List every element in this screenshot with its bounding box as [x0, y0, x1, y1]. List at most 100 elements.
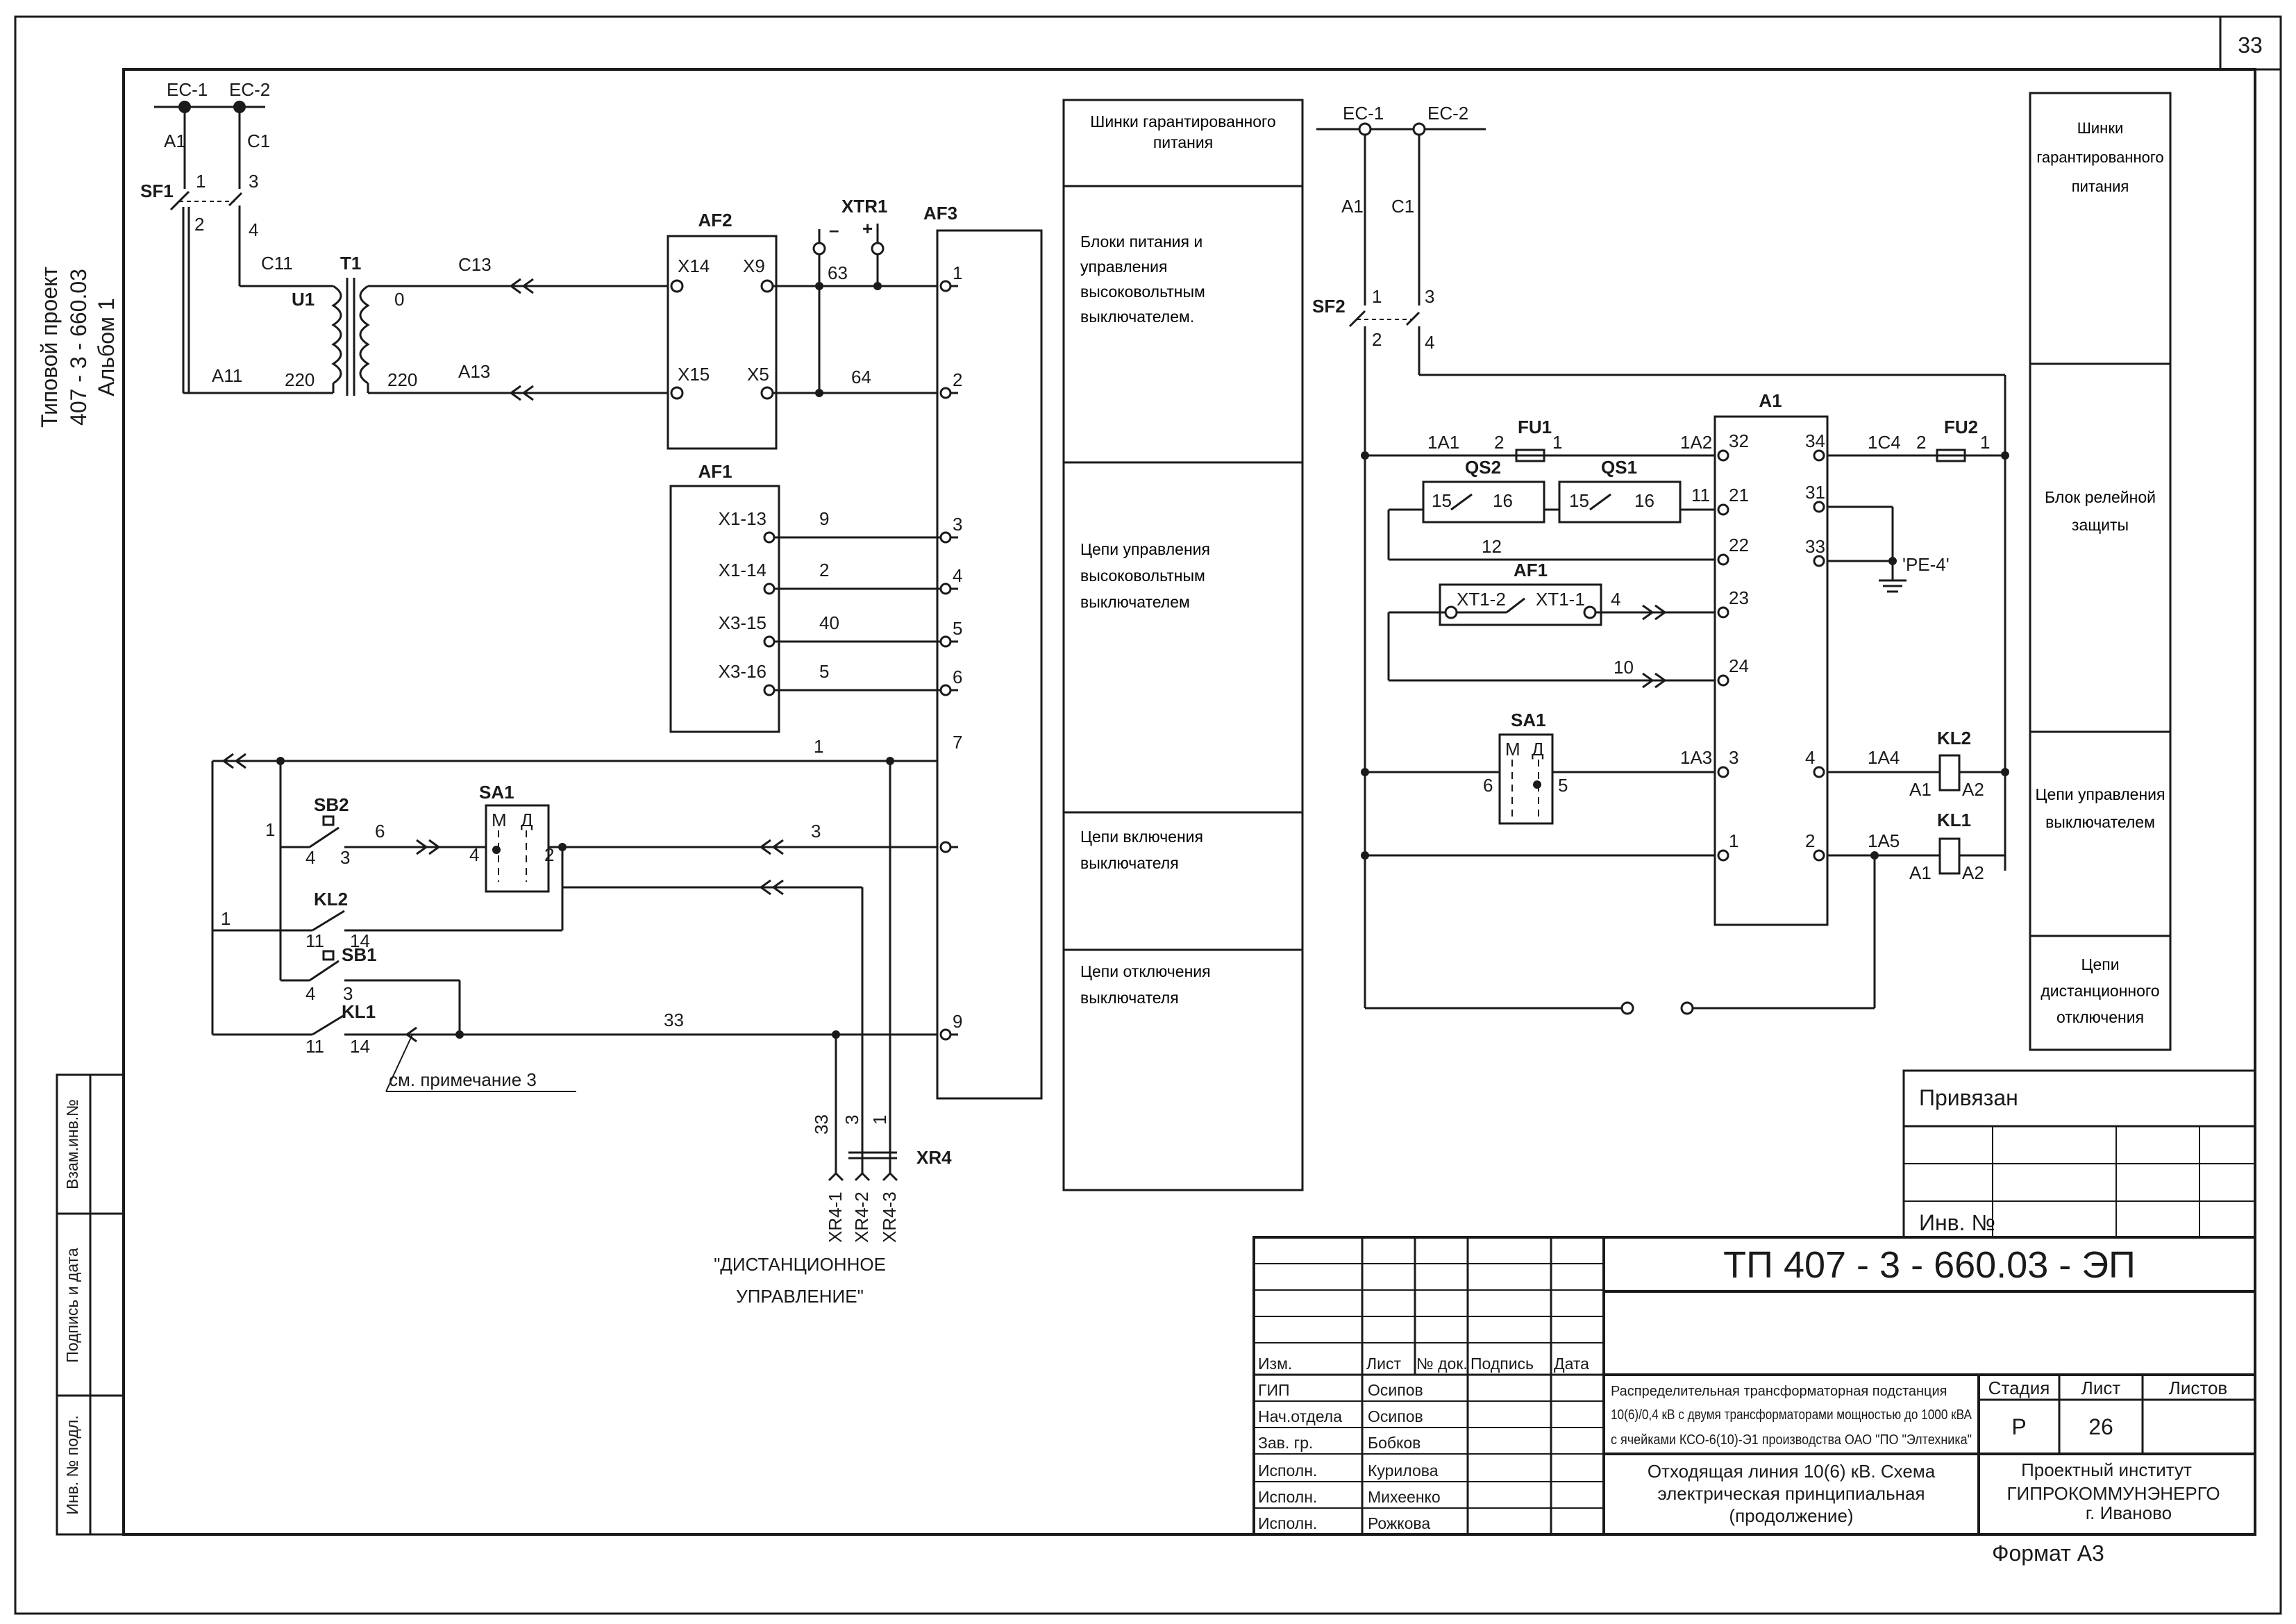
svg-text:XR4-3: XR4-3 [879, 1191, 900, 1243]
af1-wire-label: 2 [819, 560, 829, 580]
svg-text:А11: А11 [212, 365, 242, 386]
af1-terminal [763, 583, 776, 595]
legend-guaranteed-bus: Шинки гарантированного питания [1090, 112, 1276, 151]
bus-ec2: ЕС-2 [229, 79, 270, 100]
svg-text:Листов: Листов [2169, 1378, 2227, 1398]
svg-text:4: 4 [469, 844, 479, 865]
title-block-role: Исполн. [1258, 1514, 1317, 1532]
svg-text:3: 3 [343, 983, 353, 1004]
outer-border [14, 15, 2282, 1615]
a1-pin [1813, 449, 1825, 462]
svg-text:1: 1 [196, 171, 206, 192]
svg-text:1А1: 1А1 [1427, 432, 1459, 453]
svg-text:16: 16 [1493, 490, 1513, 511]
title-block-name: Осипов [1368, 1381, 1423, 1399]
af3-terminal [939, 841, 952, 853]
title-block-role: Нач.отдела [1258, 1407, 1342, 1425]
af3-terminal-label: 1 [953, 262, 962, 283]
af1-terminal-label: X1-14 [719, 560, 766, 580]
sf2-label: SF2 [1312, 296, 1346, 317]
svg-text:3: 3 [841, 1115, 862, 1125]
a1-pin-label: 3 [1729, 747, 1738, 768]
bus-ec1: ЕС-1 [167, 79, 208, 100]
drawing-code: ТП 407 - 3 - 660.03 - ЭП [1723, 1244, 2136, 1286]
svg-text:Стадия: Стадия [1988, 1378, 2050, 1398]
svg-text:–: – [829, 219, 839, 240]
a1-pin-label: 2 [1805, 830, 1815, 851]
af1-terminal [763, 635, 776, 648]
title-block-role: Зав. гр. [1258, 1434, 1313, 1452]
drawing-title-2: электрическая принципиальная [1657, 1483, 1925, 1504]
title-block-name: Бобков [1368, 1434, 1421, 1452]
a1-pin-label: 23 [1729, 587, 1749, 608]
af1-terminal-label: X1-13 [719, 508, 766, 529]
left-schematic: ЕС-1 ЕС-2 А1 С1 SF1 1 3 2 4 С11 А11 Т1 U… [140, 79, 1043, 1307]
title-block-header: Лист [1366, 1355, 1401, 1373]
af3-terminal [939, 1028, 952, 1041]
svg-text:QS1: QS1 [1601, 457, 1637, 478]
af3-terminal-label: 9 [953, 1011, 962, 1032]
legend-close-circuits: Цепи включения выключателя [1080, 828, 1203, 872]
af1-wire-label: 9 [819, 508, 829, 529]
svg-text:2: 2 [544, 844, 554, 865]
page-number-box [2219, 15, 2282, 71]
legend-power-blocks: Блоки питания и управления высоковольтны… [1080, 233, 1205, 326]
stage-value: Р [2011, 1414, 2026, 1439]
svg-text:Д: Д [521, 810, 533, 830]
svg-text:15: 15 [1569, 490, 1589, 511]
af3-terminal [939, 684, 952, 696]
svg-text:'PE-4': 'PE-4' [1902, 554, 1950, 575]
svg-text:14: 14 [350, 1036, 370, 1057]
a1-pin-label: 34 [1805, 430, 1825, 451]
a1-pin-label: 31 [1805, 482, 1825, 503]
svg-text:А2: А2 [1962, 862, 1984, 883]
title-block-name: Рожкова [1368, 1514, 1430, 1532]
svg-text:1: 1 [869, 1115, 890, 1125]
a1-pin-label: 21 [1729, 485, 1749, 505]
stamp-replace: Взам.инв.№ [63, 1099, 81, 1189]
af3-terminal [939, 635, 952, 648]
a1-pin [1813, 849, 1825, 862]
svg-text:Инв. №: Инв. № [1919, 1210, 1995, 1235]
svg-text:УПРАВЛЕНИЕ": УПРАВЛЕНИЕ" [736, 1286, 864, 1307]
svg-text:+: + [862, 218, 873, 239]
kl2-label: KL2 [314, 889, 348, 910]
legend-trip-circuits: Цепи отключения выключателя [1080, 962, 1211, 1007]
sa1-label: SA1 [479, 782, 514, 803]
af3-terminal-label: 5 [953, 618, 962, 639]
svg-text:1: 1 [1980, 432, 1990, 453]
svg-text:3: 3 [1425, 286, 1434, 307]
svg-text:4: 4 [305, 983, 315, 1004]
title-block-header: Подпись [1470, 1355, 1534, 1373]
fu1-label: FU1 [1518, 417, 1552, 437]
org-3: г. Иваново [2086, 1502, 2172, 1523]
svg-text:XR4: XR4 [916, 1147, 952, 1168]
drawing-title-3: (продолжение) [1729, 1505, 1853, 1526]
qs2-switch [1422, 480, 1545, 524]
svg-text:4: 4 [249, 219, 258, 240]
org-2: ГИПРОКОММУНЭНЕРГО [2006, 1483, 2220, 1504]
svg-text:4: 4 [1611, 589, 1620, 610]
af3-terminal-label: 3 [953, 514, 962, 535]
svg-text:С1: С1 [247, 131, 270, 151]
transformer-t1-label: Т1 [340, 253, 361, 274]
svg-text:А13: А13 [458, 361, 490, 382]
a1-pin-label: 1 [1729, 830, 1738, 851]
svg-text:А1: А1 [1759, 390, 1782, 411]
svg-text:64: 64 [851, 367, 871, 387]
svg-text:1: 1 [1372, 286, 1382, 307]
svg-text:10: 10 [1614, 657, 1634, 678]
af1-wire-label: 5 [819, 661, 829, 682]
svg-text:0: 0 [394, 289, 404, 310]
qs1-switch [1558, 480, 1682, 524]
drawing-frame [122, 68, 2256, 1536]
svg-text:1А4: 1А4 [1868, 747, 1900, 768]
svg-text:XR4-2: XR4-2 [851, 1191, 872, 1243]
svg-text:Д: Д [1532, 739, 1544, 760]
svg-text:1А3: 1А3 [1680, 747, 1712, 768]
af1-contacts [1439, 583, 1602, 626]
af2-block [667, 235, 778, 450]
fu2-label: FU2 [1944, 417, 1978, 437]
af1-terminal-label: X3-16 [719, 661, 766, 682]
